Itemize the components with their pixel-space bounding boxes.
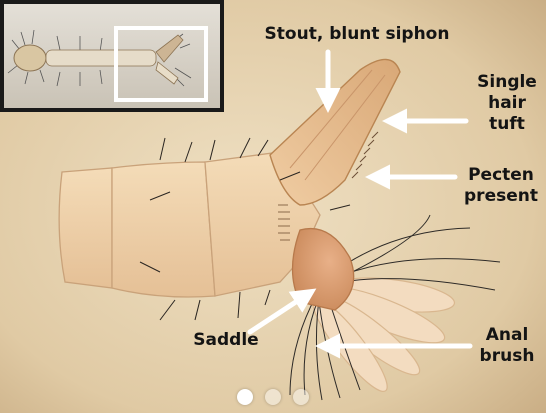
hair-tuft-label: Single hair tuft xyxy=(468,72,546,135)
hair-tuft-label-line2: hair xyxy=(468,93,546,114)
hair-tuft-label-line3: tuft xyxy=(468,114,546,135)
saddle-label: Saddle xyxy=(188,330,264,351)
hair-tuft-label-line1: Single xyxy=(468,72,546,93)
carousel-dot-1[interactable] xyxy=(237,389,253,405)
pecten-label-line1: Pecten xyxy=(456,165,546,186)
carousel-dot-3[interactable] xyxy=(293,389,309,405)
anal-brush-label: Anal brush xyxy=(472,325,542,367)
pecten-label-line2: present xyxy=(456,186,546,207)
pecten-label: Pecten present xyxy=(456,165,546,207)
carousel-dot-2[interactable] xyxy=(265,389,281,405)
anal-brush-label-line1: Anal xyxy=(472,325,542,346)
carousel-pagination xyxy=(0,384,546,410)
inset-overview-image xyxy=(2,2,222,110)
anal-brush-label-line2: brush xyxy=(472,346,542,367)
siphon-label: Stout, blunt siphon xyxy=(242,24,472,45)
